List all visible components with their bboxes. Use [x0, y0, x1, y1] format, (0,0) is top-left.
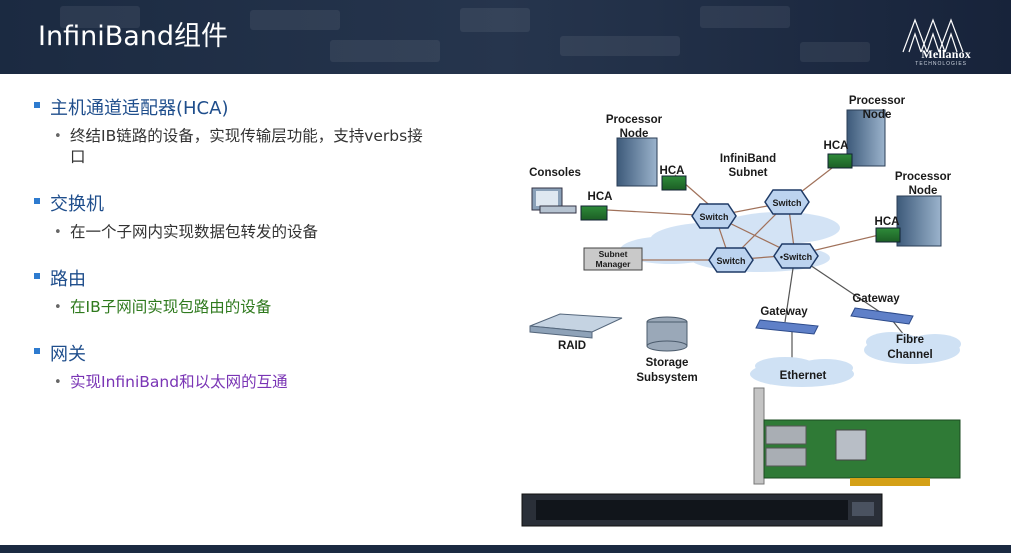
header-tile: [250, 10, 340, 30]
switch-label: Switch: [716, 256, 745, 266]
header-tile: [460, 8, 530, 32]
bullet-sub-router: 在IB子网间实现包路由的设备: [32, 297, 452, 318]
processor-node-label: Node: [620, 128, 649, 140]
processor-node-label: Processor: [606, 114, 663, 126]
processor-node-label: Processor: [849, 95, 906, 107]
bullet-heading-gateway: 网关: [32, 340, 452, 366]
console-icon: [531, 187, 577, 214]
logo-wordmark: Mellanox: [921, 47, 971, 61]
gateway-device-icon: [755, 307, 914, 335]
switch-label: Switch: [699, 212, 728, 222]
subnet-manager-label: Manager: [596, 259, 632, 269]
subnet-label: InfiniBand: [720, 153, 776, 165]
header-tile: [800, 42, 870, 62]
footer-bar: [0, 545, 1011, 553]
bullet-heading-router: 路由: [32, 265, 452, 291]
gateway-label: Gateway: [760, 306, 808, 318]
raid-icon: [529, 313, 623, 339]
bullet-heading-hca: 主机通道适配器(HCA): [32, 94, 452, 120]
header-tile: [60, 6, 140, 28]
fibre-channel-label: Channel: [887, 349, 932, 361]
subnet-manager-box: Subnet Manager: [583, 247, 643, 271]
processor-node-label: Node: [863, 109, 892, 121]
bullet-sub-gateway: 实现InfiniBand和以太网的互通: [32, 372, 452, 393]
fibre-channel-cloud: [864, 332, 961, 364]
hca-adapter-card-icon: [753, 387, 961, 486]
storage-label: Storage: [646, 357, 689, 369]
hca-label: HCA: [824, 140, 849, 152]
hca-label: HCA: [660, 165, 685, 177]
storage-label: Subsystem: [636, 372, 697, 384]
switch-label: •Switch: [780, 252, 812, 262]
bullet-sub-hca: 终结IB链路的设备，实现传输层功能，支持verbs接口: [32, 126, 430, 168]
raid-label: RAID: [558, 340, 586, 352]
server-icon: [616, 109, 942, 247]
ethernet-label: Ethernet: [780, 370, 827, 382]
hca-label: HCA: [588, 191, 613, 203]
bullet-list: 主机通道适配器(HCA) 终结IB链路的设备，实现传输层功能，支持verbs接口…: [32, 94, 452, 415]
switch-node: [691, 189, 819, 273]
bullet-sub-switch: 在一个子网内实现数据包转发的设备: [32, 222, 452, 243]
header-tile: [330, 40, 440, 62]
bullet-heading-switch: 交换机: [32, 190, 452, 216]
switch-chassis-icon: [521, 493, 883, 527]
processor-node-label: Node: [909, 185, 938, 197]
logo-tagline: TECHNOLOGIES: [915, 61, 967, 67]
subnet-label: Subnet: [729, 167, 768, 179]
infiniband-network-diagram: Processor Node Processor Node Processor …: [521, 95, 961, 527]
processor-node-label: Processor: [895, 171, 952, 183]
hca-label: HCA: [875, 216, 900, 228]
consoles-label: Consoles: [529, 167, 581, 179]
header-tile: [700, 6, 790, 28]
hca-card-icon: [580, 153, 901, 243]
gateway-label: Gateway: [852, 293, 900, 305]
header-tile: [560, 36, 680, 56]
storage-icon: [646, 316, 688, 352]
slide-header: InfiniBand组件 Mellanox TECHNOLOGIES: [0, 0, 1011, 74]
subnet-manager-label: Subnet: [599, 249, 628, 259]
switch-label: Switch: [772, 198, 801, 208]
ethernet-cloud: [750, 357, 854, 387]
mellanox-logo-icon: [902, 18, 964, 53]
fibre-channel-label: Fibre: [896, 334, 924, 346]
slide-title: InfiniBand组件: [38, 21, 229, 52]
